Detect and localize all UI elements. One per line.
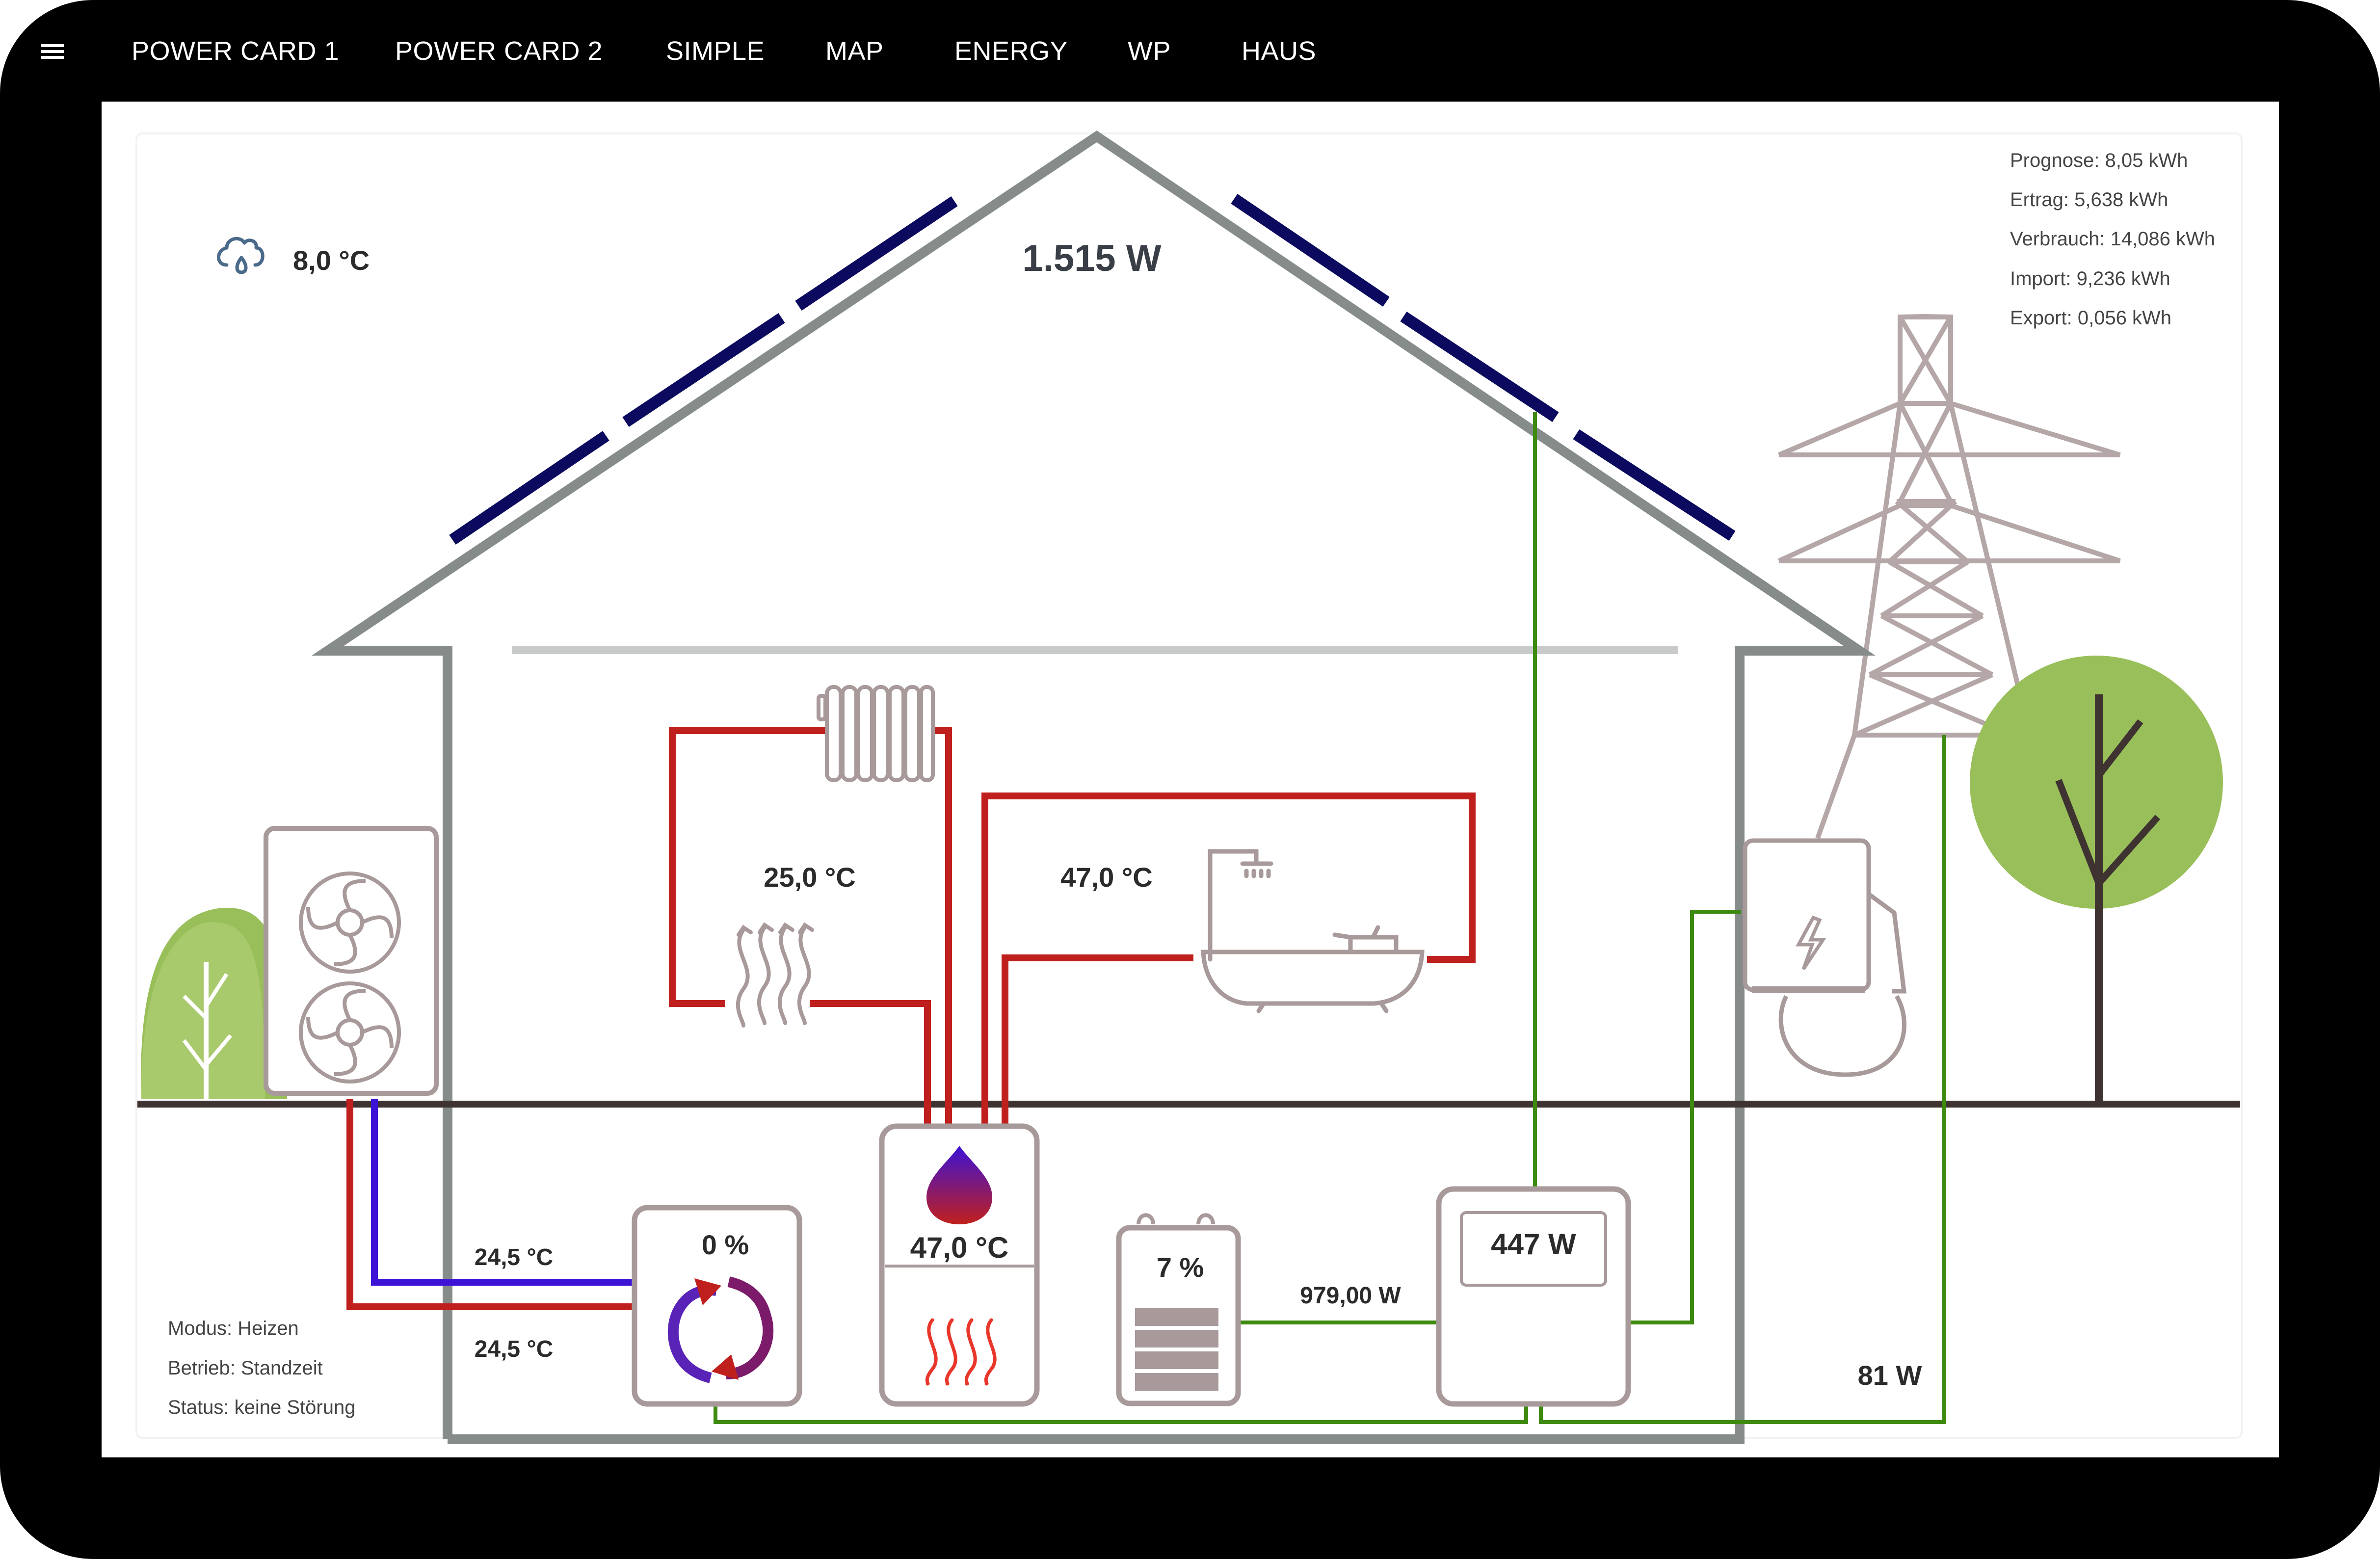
tab-map[interactable]: MAP [825,36,884,66]
heat-pump-outdoor-unit [264,826,439,1096]
status-modus: Modus: Heizen [168,1318,299,1339]
wallbox-power: 81 W [1858,1360,1922,1391]
stat-export: Export: 0,056 kWh [2010,307,2171,329]
status-status: Status: keine Störung [168,1397,355,1418]
tab-energy[interactable]: ENERGY [954,36,1068,66]
battery-icon [1116,1213,1241,1406]
heat-pump-indoor-unit [632,1205,802,1407]
bathtub-icon [1201,849,1425,1013]
cloud-rain-icon [217,237,264,274]
radiator-icon [817,685,935,782]
solar-panels [449,194,1736,545]
flow-temperature: 24,5 °C [475,1244,554,1270]
stat-prognose: Prognose: 8,05 kWh [2010,150,2188,171]
battery-soc: 7 % [1157,1252,1204,1283]
tab-power-card-1[interactable]: POWER CARD 1 [132,36,340,66]
tab-simple[interactable]: SIMPLE [666,36,765,66]
return-temperature: 24,5 °C [475,1336,554,1362]
compressor-load: 0 % [702,1229,749,1260]
heating-temperature: 25,0 °C [764,862,855,893]
inverter-unit [1436,1186,1631,1407]
wallbox-icon [1743,838,1907,1077]
menu-icon[interactable] [30,28,75,73]
battery-power: 979,00 W [1300,1283,1401,1309]
stat-verbrauch: Verbrauch: 14,086 kWh [2010,228,2215,250]
solar-power: 1.515 W [1022,238,1161,279]
house-dashboard: 8,0 °C 1.515 W 25,0 °C 47,0 °C 24,5 °C 2… [102,102,2279,1457]
hot-water-temperature: 47,0 °C [1060,862,1152,893]
tab-wp[interactable]: WP [1128,36,1171,66]
meter-power: 447 W [1491,1228,1576,1261]
buffer-tank [879,1123,1040,1407]
floor-heating-icon [736,922,814,1028]
tree-icon [1970,656,2223,1102]
tab-haus[interactable]: HAUS [1242,36,1317,66]
heating-pipes [346,727,1476,1310]
power-lines [714,412,1946,1424]
house-outline [312,130,1876,1444]
bush-icon [141,907,287,1099]
stat-import: Import: 9,236 kWh [2010,268,2170,290]
top-navigation: POWER CARD 1 POWER CARD 2 SIMPLE MAP ENE… [0,0,2380,101]
buffer-temperature: 47,0 °C [910,1231,1009,1264]
stat-ertrag: Ertrag: 5,638 kWh [2010,189,2168,211]
status-betrieb: Betrieb: Standzeit [168,1357,323,1379]
heat-pump-pipe-cold [371,1099,635,1286]
tab-power-card-2[interactable]: POWER CARD 2 [395,36,603,66]
outdoor-temperature: 8,0 °C [293,245,370,276]
